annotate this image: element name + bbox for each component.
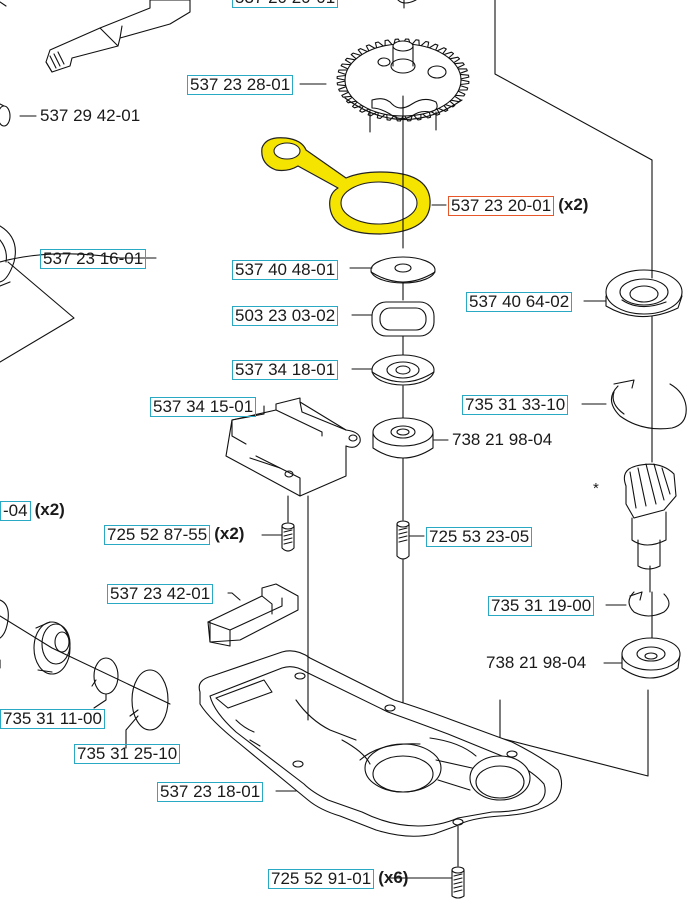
right-bearing-part <box>605 269 683 318</box>
part-number-label-p18[interactable]: 738 21 98-04 <box>486 653 587 672</box>
part-number-label-p04[interactable]: 537 23 20-01 <box>448 196 555 216</box>
part-number-label-p12[interactable]: 738 21 98-04 <box>452 430 553 449</box>
bracket-part <box>225 397 361 497</box>
circlip-part <box>610 379 687 430</box>
part-number-label-p06[interactable]: 537 40 48-01 <box>232 260 339 280</box>
part-number-label-p11[interactable]: 735 31 33-10 <box>462 395 569 415</box>
part-number-label-p15[interactable]: 725 53 23-05 <box>426 527 533 547</box>
screw-part-2 <box>396 520 410 560</box>
quantity-label-p14: (x2) <box>214 524 245 543</box>
leader-lines <box>0 83 627 879</box>
part-number-label-p20[interactable]: 735 31 25-10 <box>74 744 181 764</box>
part-number-label-p10[interactable]: 537 34 15-01 <box>150 397 257 417</box>
part-number-label-p13[interactable]: -04 <box>0 501 31 521</box>
left-bearing-part <box>0 599 171 731</box>
bushing-part <box>371 354 435 386</box>
gear-part <box>336 0 470 133</box>
right-bearing-part-2 <box>621 637 681 679</box>
clutch-housing-part <box>0 225 75 363</box>
quantity-label-p04: (x2) <box>558 195 589 214</box>
part-number-label-p02[interactable]: 537 23 28-01 <box>187 75 294 95</box>
part-number-label-p01[interactable]: 537 20 20-01 <box>232 0 339 8</box>
part-number-label-p19[interactable]: 735 31 11-00 <box>0 709 105 729</box>
quantity-label-p22: (x6) <box>378 868 409 887</box>
part-number-label-p03[interactable]: 537 29 42-01 <box>40 106 141 125</box>
frame-outline <box>494 0 653 777</box>
part-number-label-p08[interactable]: 503 23 03-02 <box>232 306 339 326</box>
block-part <box>207 583 299 647</box>
circlip-part-2 <box>628 591 670 617</box>
washer-part <box>370 256 436 284</box>
bearing-part <box>372 417 434 459</box>
part-number-label-p14[interactable]: 725 52 87-55 <box>104 525 211 545</box>
bottom-screw-part <box>451 825 465 899</box>
replacement-star-marker: * <box>593 480 599 497</box>
base-housing-part <box>198 495 563 837</box>
part-number-label-p21[interactable]: 537 23 18-01 <box>157 782 264 802</box>
part-number-label-p09[interactable]: 537 34 18-01 <box>232 360 339 380</box>
part-number-label-p16[interactable]: 537 23 42-01 <box>107 584 214 604</box>
part-number-label-p22[interactable]: 725 52 91-01 <box>268 869 375 889</box>
screw-part <box>281 495 295 552</box>
part-number-label-p07[interactable]: 537 40 64-02 <box>466 292 573 312</box>
link-plate-part-highlighted <box>261 137 431 235</box>
part-number-label-p05[interactable]: 537 23 16-01 <box>40 249 147 269</box>
part-number-label-p17[interactable]: 735 31 19-00 <box>488 596 595 616</box>
pinion-gear-part <box>623 463 677 593</box>
quantity-label-p13: (x2) <box>34 500 65 519</box>
drive-shaft-part <box>0 0 191 127</box>
seal-part <box>371 301 435 337</box>
